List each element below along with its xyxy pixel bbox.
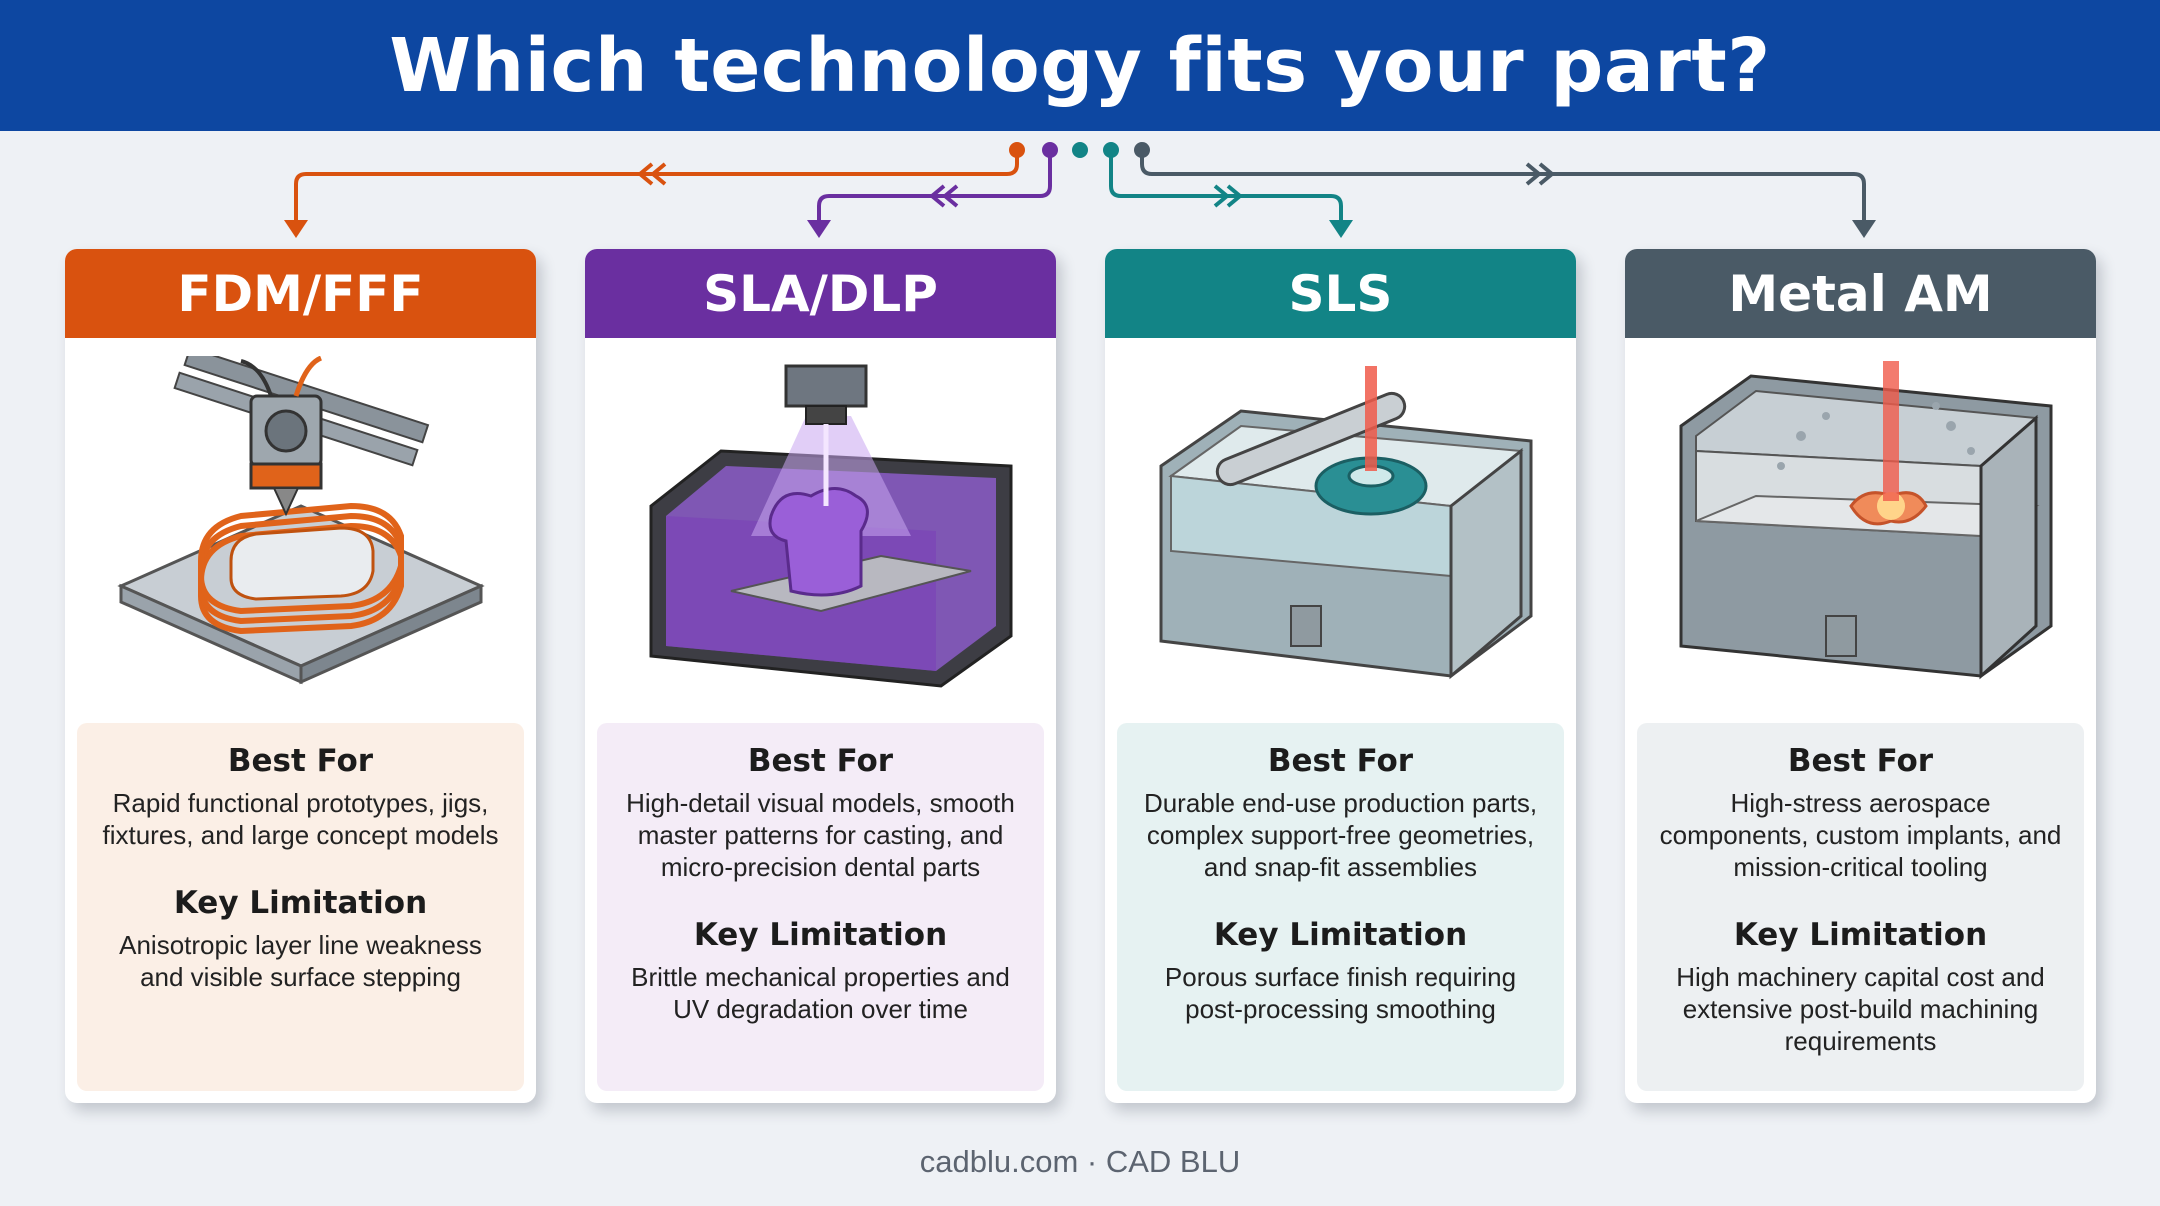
fdm-printer-icon <box>116 356 485 685</box>
resin-vat-icon <box>649 364 1012 688</box>
illustration <box>65 338 536 714</box>
info-panel: Best For Durable end-use production part… <box>1117 723 1564 1091</box>
illustration <box>1625 338 2096 714</box>
connector-fdm <box>294 150 1019 222</box>
card-title: Metal AM <box>1625 249 2096 338</box>
connector-sls <box>1109 150 1343 222</box>
best-for-heading: Best For <box>1787 743 1934 779</box>
card-metal-am: Metal AM Best For High-stress aerospace … <box>1625 249 2096 1103</box>
key-limitation-text: Anisotropic layer line weakness and visi… <box>119 930 482 992</box>
key-limitation-text: High machinery capital cost and extensiv… <box>1676 962 2045 1056</box>
illustration <box>585 338 1056 714</box>
key-limitation-heading: Key Limitation <box>1213 917 1468 953</box>
footer-credit: cadblu.com · CAD BLU <box>919 1144 1241 1179</box>
key-limitation-heading: Key Limitation <box>1733 917 1988 953</box>
card-fdm: FDM/FFF Best For Rapid functional protot… <box>65 249 536 1103</box>
header-banner: Which technology fits your part? <box>0 0 2160 131</box>
connector-metal <box>1140 150 1866 222</box>
info-panel: Best For High-stress aerospace component… <box>1637 723 2084 1091</box>
connector-arrows <box>284 142 1876 238</box>
card-sls: SLS Best For Durable end-use production … <box>1105 249 1576 1103</box>
powder-bed-laser-icon <box>1159 366 1532 680</box>
best-for-heading: Best For <box>227 743 374 779</box>
info-panel: Best For Rapid functional prototypes, ji… <box>77 723 524 1091</box>
best-for-text: High-stress aerospace components, custom… <box>1659 788 2062 882</box>
metal-melt-icon <box>1679 361 2052 680</box>
illustration <box>1105 338 1576 714</box>
card-title: SLA/DLP <box>585 249 1056 338</box>
key-limitation-text: Brittle mechanical properties and UV deg… <box>631 962 1010 1024</box>
key-limitation-heading: Key Limitation <box>693 917 948 953</box>
best-for-text: Durable end-use production parts, comple… <box>1143 788 1538 882</box>
key-limitation-heading: Key Limitation <box>173 885 428 921</box>
best-for-text: Rapid functional prototypes, jigs, fixtu… <box>102 788 499 850</box>
key-limitation-text: Porous surface finish requiring post-pro… <box>1164 962 1517 1024</box>
best-for-heading: Best For <box>747 743 894 779</box>
info-panel: Best For High-detail visual models, smoo… <box>597 723 1044 1091</box>
card-title: SLS <box>1105 249 1576 338</box>
page-title: Which technology fits your part? <box>389 22 1771 109</box>
card-title: FDM/FFF <box>65 249 536 338</box>
best-for-text: High-detail visual models, smooth master… <box>626 788 1015 882</box>
card-sla: SLA/DLP Best For High-detail visual mode… <box>585 249 1056 1103</box>
best-for-heading: Best For <box>1267 743 1414 779</box>
